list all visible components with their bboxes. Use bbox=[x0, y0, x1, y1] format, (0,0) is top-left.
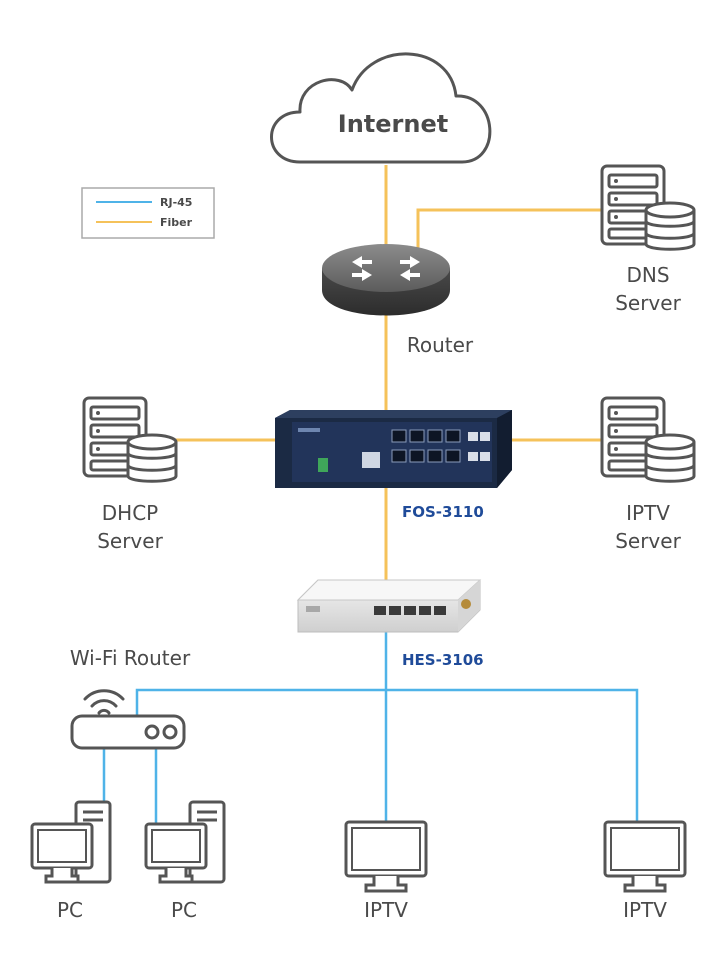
iptv-server-label-line1: IPTV bbox=[626, 501, 670, 525]
legend-box bbox=[81, 187, 215, 239]
fos-switch-model-label: FOS-3110 bbox=[402, 503, 484, 521]
rj45-bus bbox=[135, 688, 639, 822]
dhcp-server-icon bbox=[82, 396, 178, 483]
router-icon bbox=[322, 244, 450, 316]
iptv2-label: IPTV bbox=[623, 898, 667, 922]
dns-server-label-line1: DNS bbox=[626, 263, 669, 287]
dhcp-server-label-line2: Server bbox=[97, 529, 163, 553]
hes-switch-icon bbox=[296, 579, 482, 633]
pc1-label: PC bbox=[57, 898, 83, 922]
cloud-icon bbox=[270, 52, 492, 164]
fos-switch-icon bbox=[275, 410, 512, 488]
iptv-server-label-line2: Server bbox=[615, 529, 681, 553]
legend: RJ-45 Fiber bbox=[81, 187, 215, 239]
dns-server-icon bbox=[600, 164, 696, 251]
legend-fiber-label: Fiber bbox=[160, 216, 193, 229]
monitor-icon bbox=[344, 820, 428, 893]
wifi-icon bbox=[83, 689, 125, 715]
monitor-icon bbox=[603, 820, 687, 893]
dhcp-server-label-line1: DHCP bbox=[102, 501, 158, 525]
fiber-router-dns bbox=[416, 208, 602, 262]
legend-rj45-label: RJ-45 bbox=[160, 196, 192, 209]
fiber-links bbox=[175, 165, 602, 580]
router-label: Router bbox=[407, 333, 474, 357]
pc-icon bbox=[144, 800, 226, 884]
iptv-server-icon bbox=[600, 396, 696, 483]
wifi-router-icon bbox=[70, 714, 186, 750]
hes-switch-model-label: HES-3106 bbox=[402, 651, 484, 669]
internet-label: Internet bbox=[338, 110, 448, 138]
pc2-label: PC bbox=[171, 898, 197, 922]
dns-server-label-line2: Server bbox=[615, 291, 681, 315]
wifi-router-label: Wi-Fi Router bbox=[70, 646, 191, 670]
iptv1-label: IPTV bbox=[364, 898, 408, 922]
pc-icon bbox=[30, 800, 112, 884]
